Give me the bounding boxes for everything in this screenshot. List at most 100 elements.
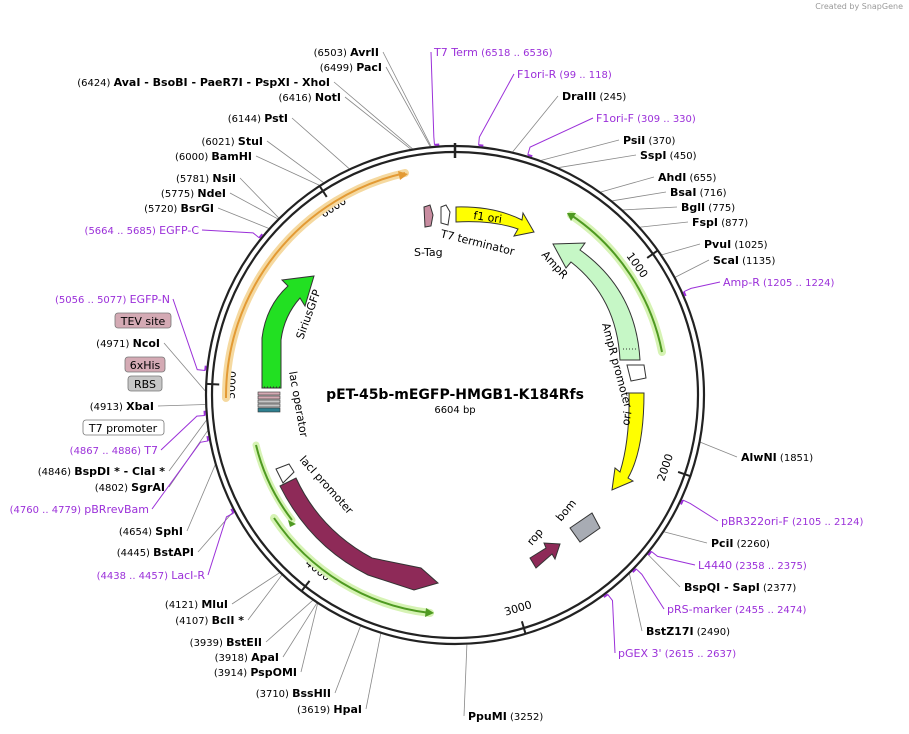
feature-siriusgfp [261, 275, 315, 389]
label-lac-operator: lac operator [286, 370, 310, 438]
svg-text:(3939) BstEII: (3939) BstEII [190, 636, 262, 649]
tick-label: 2000 [655, 452, 676, 483]
svg-text:SspI (450): SspI (450) [640, 149, 697, 162]
feature-ampr-promoter [626, 364, 647, 382]
site-leader-line [623, 206, 678, 211]
primer-mark [603, 593, 609, 598]
svg-text:(4971) NcoI: (4971) NcoI [96, 337, 160, 350]
feature-f1-ori [455, 206, 535, 237]
svg-text:PvuI (1025): PvuI (1025) [704, 238, 768, 251]
site-bsteii: (3939) BstEII [190, 636, 262, 649]
svg-text:(4846) BspDI * - ClaI *: (4846) BspDI * - ClaI * [38, 465, 165, 478]
tag-rbs: RBS [127, 375, 163, 392]
primer-mark [632, 568, 637, 573]
svg-text:PciI (2260): PciI (2260) [711, 537, 770, 550]
label-rop: rop [524, 526, 546, 548]
site-fspi: FspI (877) [692, 216, 748, 229]
site-leader-line [197, 510, 234, 553]
site-bspdi: (4846) BspDI * - ClaI * [38, 465, 165, 478]
site-bgli: BglI (775) [681, 201, 735, 214]
primer-leader [430, 51, 435, 145]
arc-egfp [221, 169, 409, 402]
site-bsshii: (3710) BssHII [256, 687, 331, 700]
svg-text:(6503) AvrII: (6503) AvrII [314, 46, 379, 59]
svg-text:T7 promoter: T7 promoter [88, 422, 158, 435]
site-leader-line [675, 259, 710, 278]
site-draiii: DraIII (245) [562, 90, 626, 103]
primer-mark [204, 365, 207, 371]
site-leader-line [255, 155, 320, 186]
site-leader-line [247, 574, 283, 621]
svg-text:(5720) BsrGI: (5720) BsrGI [144, 202, 214, 215]
site-leader-line [239, 177, 279, 219]
feature-rop [529, 542, 561, 569]
leader-lines [151, 51, 738, 717]
site-leader-line [231, 572, 280, 605]
tag-tev-site: TEV site [114, 312, 172, 329]
feature-s-tag [423, 204, 434, 228]
site-bstz17i: BstZ17I (2490) [646, 625, 730, 638]
site-stui: (6021) StuI [201, 135, 263, 148]
svg-text:F1ori-R (99 .. 118): F1ori-R (99 .. 118) [517, 68, 612, 81]
site-leader-line [664, 531, 708, 544]
feature-ori [611, 392, 645, 491]
site-alwni: AlwNI (1851) [741, 451, 813, 464]
primer-egfpn: (5056 .. 5077) EGFP-N [55, 293, 170, 306]
svg-text:(4913) XbaI: (4913) XbaI [90, 400, 154, 413]
primer-f1orir: F1ori-R (99 .. 118) [517, 68, 612, 81]
feature-laci [279, 477, 440, 591]
label-t7-terminator: T7 terminator [438, 227, 516, 258]
svg-text:(4867 .. 4886) T7: (4867 .. 4886) T7 [70, 444, 158, 457]
primer-leader [683, 281, 721, 293]
primer-lacir: (4438 .. 4457) LacI-R [97, 569, 206, 582]
site-scai: ScaI (1135) [713, 254, 775, 267]
svg-text:(5664 .. 5685) EGFP-C: (5664 .. 5685) EGFP-C [85, 224, 200, 237]
tick-mark [300, 580, 311, 592]
label-bom: bom [553, 497, 579, 524]
site-sgrai: (4802) SgrAI [95, 481, 165, 494]
site-leader-line [334, 626, 361, 694]
site-leader-line [385, 66, 431, 147]
arc-ampr [567, 211, 666, 356]
svg-text:Amp-R (1205 .. 1224): Amp-R (1205 .. 1224) [723, 276, 835, 289]
svg-text:(3918) ApaI: (3918) ApaI [215, 651, 279, 664]
svg-text:(6499) PacI: (6499) PacI [320, 61, 382, 74]
primer-t7: (4867 .. 4886) T7 [70, 444, 158, 457]
tag-blocks [257, 391, 281, 413]
primer-mark [230, 508, 235, 514]
site-leader-line [217, 207, 269, 229]
svg-text:(4107) BclI *: (4107) BclI * [175, 614, 244, 627]
site-avai: (6424) AvaI - BsoBI - PaeR7I - PspXI - X… [77, 76, 330, 89]
svg-text:(6144) PstI: (6144) PstI [228, 112, 288, 125]
svg-text:(6416) NotI: (6416) NotI [278, 91, 341, 104]
site-leader-line [282, 603, 318, 658]
site-pspomi: (3914) PspOMI [214, 666, 297, 679]
site-xbai: (4913) XbaI [90, 400, 154, 413]
svg-text:PsiI (370): PsiI (370) [623, 134, 675, 147]
site-psti: (6144) PstI [228, 112, 288, 125]
primer-labels: T7 Term (6518 .. 6536) F1ori-R (99 .. 118… [10, 46, 864, 660]
site-noti: (6416) NotI [278, 91, 341, 104]
svg-text:RBS: RBS [134, 378, 156, 391]
primer-leader [635, 568, 665, 610]
svg-text:(4445) BstAPI: (4445) BstAPI [117, 546, 194, 559]
primer-mark [258, 233, 264, 239]
primer-leader [160, 415, 205, 451]
svg-text:T7 Term (6518 .. 6536): T7 Term (6518 .. 6536) [433, 46, 553, 59]
svg-text:(3710) BssHII: (3710) BssHII [256, 687, 331, 700]
site-psii: PsiI (370) [623, 134, 675, 147]
svg-text:(5056 .. 5077) EGFP-N: (5056 .. 5077) EGFP-N [55, 293, 170, 306]
primer-leader [527, 117, 594, 155]
primer-leader [172, 298, 206, 371]
site-ppumi: PpuMI (3252) [468, 710, 543, 723]
svg-text:6xHis: 6xHis [130, 359, 161, 372]
svg-text:(4654) SphI: (4654) SphI [119, 525, 183, 538]
svg-text:TEV site: TEV site [120, 315, 166, 328]
feature-t7-terminator [440, 204, 451, 226]
site-bcli: (4107) BclI * [175, 614, 244, 627]
svg-text:AhdI (655): AhdI (655) [658, 171, 716, 184]
svg-text:(6424) AvaI - BsoBI - Pae: (6424) AvaI - BsoBI - PaeR7I - PspXI - X… [77, 76, 330, 89]
site-leader-line [333, 81, 413, 149]
svg-text:ScaI (1135): ScaI (1135) [713, 254, 775, 267]
